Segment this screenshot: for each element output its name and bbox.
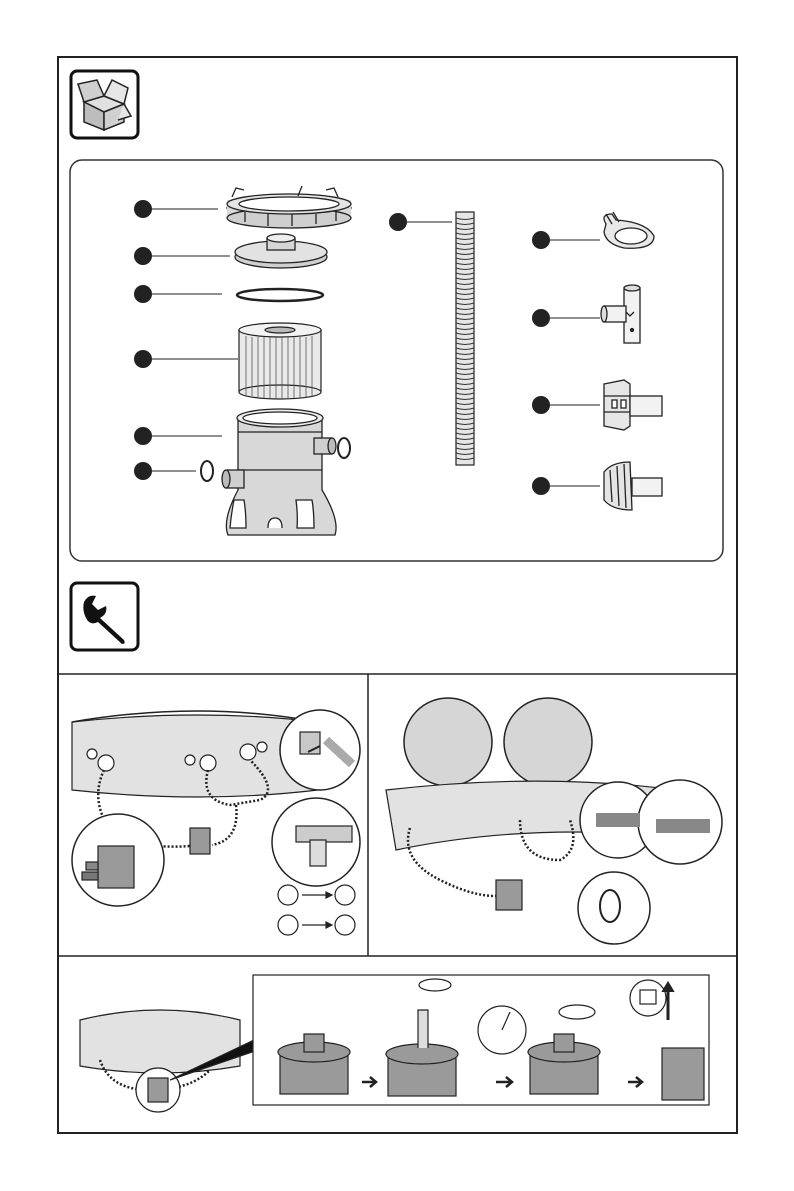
open-box-icon <box>71 71 138 138</box>
callout-1 <box>134 200 152 218</box>
callout-11 <box>532 477 550 495</box>
callout-7 <box>389 213 407 231</box>
callout-9 <box>532 309 550 327</box>
hose-icon <box>456 212 474 465</box>
callout-2 <box>134 247 152 265</box>
callout-10 <box>532 396 550 414</box>
filter-cartridge-icon <box>239 323 321 399</box>
wrench-icon <box>71 583 138 650</box>
callout-6 <box>134 462 152 480</box>
callout-4 <box>134 350 152 368</box>
callout-3 <box>134 285 152 303</box>
callout-8 <box>532 231 550 249</box>
callout-5 <box>134 427 152 445</box>
